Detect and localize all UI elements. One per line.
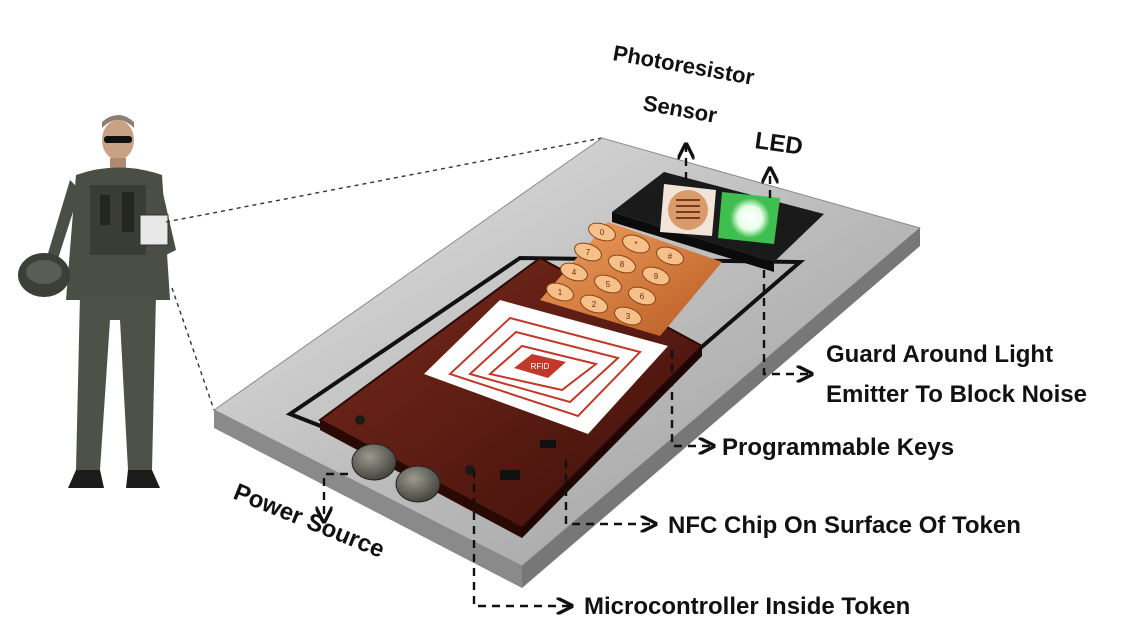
photoresistor-label-line2: Sensor [641, 90, 719, 128]
keypad-key [588, 222, 616, 242]
guard-label-line2: Emitter To Block Noise [826, 381, 1087, 408]
pilot-figure [18, 115, 176, 488]
keypad-key-label: 8 [620, 260, 625, 269]
nfc-chip-pad: RFID [424, 300, 668, 434]
keypad-key [594, 274, 622, 294]
power-arrow [324, 472, 348, 520]
keypad-key [628, 286, 656, 306]
keypad-key-label: 7 [586, 248, 591, 257]
mcu-label: Microcontroller Inside Token [584, 593, 910, 620]
power-source-cells [351, 443, 441, 503]
mcu-arrow [472, 470, 570, 606]
keypad-key-label: 1 [558, 288, 563, 297]
keypad-key [580, 294, 608, 314]
keypad-key [656, 246, 684, 266]
keypad-key [622, 234, 650, 254]
keypad-key-label: 5 [606, 280, 611, 289]
keypad-key-label: 3 [626, 312, 631, 321]
keypad-key-label: 0 [600, 228, 605, 237]
keypad-key-label: 4 [572, 268, 577, 277]
led-label: LED [753, 127, 804, 160]
keypad-key [608, 254, 636, 274]
keypad-key [614, 306, 642, 326]
keys-arrow [670, 350, 712, 446]
guard-arrow [762, 270, 810, 374]
keypad-key-label: 2 [592, 300, 597, 309]
keypad-key [642, 266, 670, 286]
keypad-key-label: # [668, 252, 673, 261]
keypad-key-label: * [634, 240, 637, 249]
keypad-key [546, 282, 574, 302]
photoresistor-label-line1: Photoresistor [611, 40, 757, 90]
keys-label: Programmable Keys [722, 434, 954, 461]
sensor-housing [612, 172, 824, 272]
rfid-chip-text: RFID [531, 362, 550, 371]
keypad-key-label: 6 [640, 292, 645, 301]
keypad-key-label: 9 [654, 272, 659, 281]
guard-label-line1: Guard Around Light [826, 341, 1053, 368]
keypad-key [574, 242, 602, 262]
nfc-arrow [564, 460, 654, 524]
led-element [730, 198, 770, 238]
nfc-label: NFC Chip On Surface Of Token [668, 512, 1021, 539]
keypad-key [560, 262, 588, 282]
photoresistor-element [668, 190, 708, 230]
programmable-keypad: 1 2 3 4 5 6 7 8 9 0 * # [540, 222, 722, 336]
